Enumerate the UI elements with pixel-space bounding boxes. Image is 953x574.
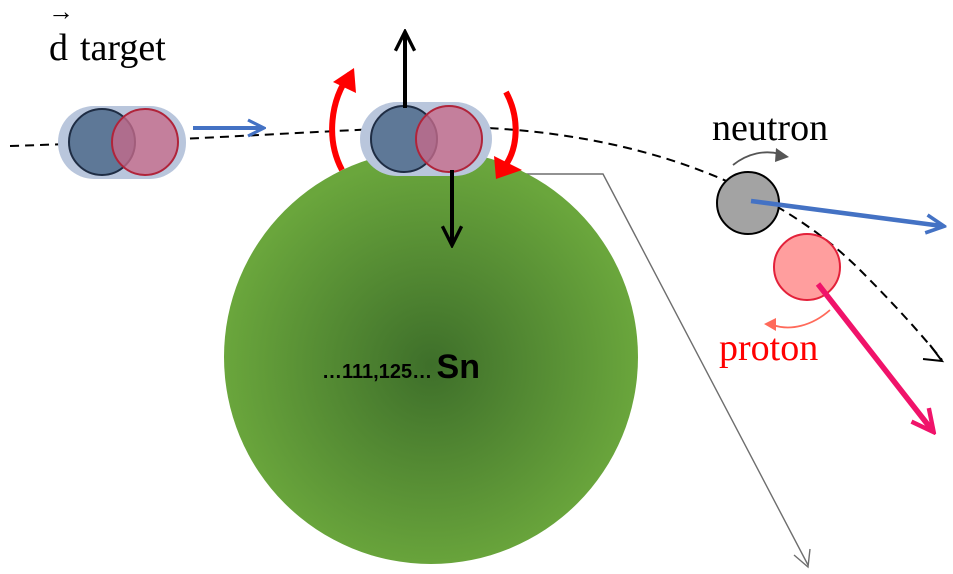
title: → d target (48, 0, 166, 69)
free-neutron: neutron (712, 107, 942, 235)
free-proton: proton (719, 233, 932, 430)
neutron-momentum-arrow (750, 198, 942, 226)
rotation-arrowhead-right (494, 156, 522, 179)
vector-arrow-glyph: → (48, 0, 74, 26)
proton-momentum-arrow (815, 282, 932, 430)
neutron-spin-arc-head (775, 148, 789, 162)
neutron-spin-arc (732, 151, 781, 166)
nucleus-mass-numbers: …111,125… (322, 361, 432, 383)
title-word: target (80, 27, 166, 69)
pointer-line (525, 173, 809, 566)
nucleus: …111,125… Sn (224, 150, 638, 564)
sn-nucleus-sphere (224, 150, 638, 564)
incoming-deuteron (58, 106, 262, 179)
rotation-arrow-right (502, 90, 519, 168)
title-symbol: d (49, 27, 68, 69)
deuteron-proton (415, 105, 483, 173)
proton-spin-arc-head (764, 318, 776, 331)
neutron-label: neutron (712, 107, 828, 149)
nucleus-element: Sn (437, 348, 480, 386)
nucleus-label: …111,125… Sn (322, 348, 480, 386)
trajectory-arrowhead (922, 344, 945, 363)
proton-particle (773, 233, 841, 301)
deuteron-proton (111, 108, 179, 176)
pointer-arrowhead (793, 548, 811, 569)
proton-spin-arc (772, 309, 831, 329)
rotation-arrowhead-left (333, 68, 356, 93)
proton-label: proton (719, 327, 818, 369)
trajectory-path (9, 125, 943, 361)
polarized-deuteron (329, 34, 522, 243)
